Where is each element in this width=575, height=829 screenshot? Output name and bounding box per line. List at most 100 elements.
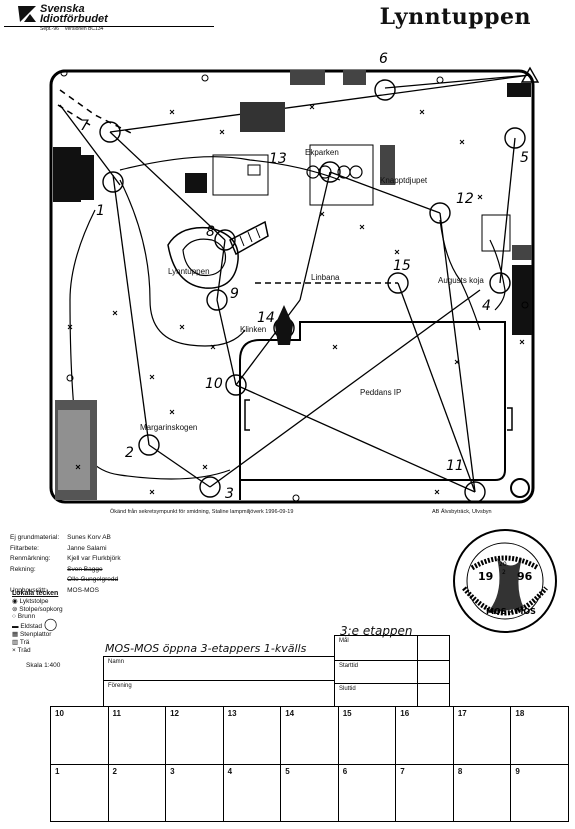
name-field[interactable]: Namn bbox=[103, 656, 335, 681]
legend-item-well: ○ Brunn bbox=[12, 613, 36, 621]
org-name-line1: Svenska bbox=[40, 3, 85, 15]
label-lynntuppen: Lynntuppen bbox=[168, 267, 210, 276]
punch-box-17[interactable]: 17 bbox=[452, 706, 512, 765]
punch-box-4[interactable]: 4 bbox=[222, 763, 282, 822]
info-value: Sven Bagge bbox=[67, 565, 103, 573]
hill-contour-inner bbox=[182, 238, 227, 277]
map-solid-areas bbox=[53, 70, 532, 500]
punch-box-18[interactable]: 18 bbox=[510, 706, 569, 765]
legend-item-post: ⊚ Stolpe/sopkorg bbox=[12, 605, 63, 613]
legend-item-fireplace: ▬ Eldstad ◯ bbox=[12, 617, 58, 632]
lamp-icon: ◉ bbox=[12, 597, 18, 605]
info-value: MOS-MOS bbox=[67, 586, 99, 594]
start-triangle bbox=[520, 66, 540, 83]
stone-icon: ▦ bbox=[12, 630, 19, 638]
punch-box-1[interactable]: 1 bbox=[50, 763, 109, 822]
info-value: Janne Salami bbox=[67, 544, 107, 552]
control-number-6: 6 bbox=[379, 51, 388, 67]
legend-item-stone: ▦ Stenplattor bbox=[12, 630, 52, 638]
goal-time-field[interactable] bbox=[417, 635, 450, 661]
label-linbana: Linbana bbox=[311, 273, 340, 282]
punch-box-9[interactable]: 9 bbox=[510, 763, 569, 822]
control-number-3: 3 bbox=[225, 486, 234, 502]
stamp-day: 20 bbox=[499, 561, 507, 568]
control-number-2: 2 bbox=[125, 445, 134, 461]
punch-card-row-top: 10 11 12 13 14 15 16 17 18 bbox=[50, 706, 569, 765]
map-title: Lynntuppen bbox=[379, 4, 531, 30]
punch-box-6[interactable]: 6 bbox=[337, 763, 397, 822]
legend-item-lamp: ◉ Lyktstolpe bbox=[12, 597, 49, 605]
tree-icon: × bbox=[12, 646, 16, 654]
label-margarinskogen: Margarinskogen bbox=[140, 423, 198, 432]
post-icon: ⊚ bbox=[12, 605, 18, 613]
info-key bbox=[10, 576, 65, 585]
map-info-table: Ej grundmaterial: Sunes Korv AB Filtarbet… bbox=[8, 532, 129, 598]
control-number-10: 10 bbox=[205, 376, 223, 392]
course-lines bbox=[59, 74, 531, 493]
control-number-11: 11 bbox=[446, 458, 464, 474]
orienteering-map: 1 2 3 4 5 6 7 8 9 10 11 12 13 14 15 bbox=[49, 51, 540, 504]
punch-box-13[interactable]: 13 bbox=[222, 706, 282, 765]
label-ekparken: Ekparken bbox=[305, 148, 339, 157]
info-key: Upphovsrätt: bbox=[10, 586, 47, 594]
info-key: Rekning: bbox=[10, 565, 36, 573]
control-numbers: 1 2 3 4 5 6 7 8 9 10 11 12 13 14 15 bbox=[80, 51, 529, 502]
punch-box-10[interactable]: 10 bbox=[50, 706, 109, 765]
control-number-14: 14 bbox=[257, 310, 275, 326]
stamp-month: 2 bbox=[502, 569, 506, 576]
label-peddans-ip: Peddans IP bbox=[360, 388, 402, 397]
punch-box-2[interactable]: 2 bbox=[107, 763, 167, 822]
control-number-9: 9 bbox=[230, 286, 239, 302]
map-credit-left: Ökänd från sekretsympunkt för smidning, … bbox=[110, 509, 294, 515]
control-number-4: 4 bbox=[482, 298, 491, 314]
start-time-field[interactable]: Starttid bbox=[334, 660, 418, 684]
punch-box-3[interactable]: 3 bbox=[165, 763, 224, 822]
control-number-5: 5 bbox=[520, 150, 529, 166]
map-date: Sept.-96 bbox=[40, 26, 59, 32]
club-field[interactable]: Förening bbox=[103, 680, 335, 707]
map-version: Versionen BC134 bbox=[64, 26, 104, 32]
control-circles bbox=[99, 79, 530, 503]
hill-contour-outer bbox=[167, 226, 239, 289]
legend-item-wood: ▥ Trä bbox=[12, 638, 30, 646]
control-number-8: 8 bbox=[206, 224, 215, 240]
control-number-7: 7 bbox=[80, 118, 89, 134]
map-border bbox=[49, 69, 535, 504]
header-rule bbox=[4, 26, 214, 27]
org-logo bbox=[16, 4, 38, 29]
legend-title: Lokala tecken bbox=[12, 590, 59, 597]
goal-field[interactable]: Mål bbox=[334, 635, 418, 661]
stamp-year-right: 96 bbox=[517, 570, 533, 583]
well-icon: ○ bbox=[12, 613, 16, 621]
punch-box-5[interactable]: 5 bbox=[280, 763, 339, 822]
tree-marks bbox=[67, 104, 525, 495]
punch-box-15[interactable]: 15 bbox=[337, 706, 397, 765]
info-value: Sunes Korv AB bbox=[67, 534, 111, 541]
stamp-bottom: MOS - MOS bbox=[486, 607, 536, 616]
handwritten-stage: 3:e etappen bbox=[340, 624, 413, 638]
info-key: Renmärkning: bbox=[10, 555, 51, 563]
sports-field-outline bbox=[239, 321, 506, 500]
info-key: Ej grundmaterial: bbox=[10, 534, 60, 541]
info-key: Filtarbete: bbox=[10, 544, 39, 552]
punch-box-12[interactable]: 12 bbox=[165, 706, 224, 765]
org-name: Svenska Idiotförbudet Sept.-96 Versionen… bbox=[40, 4, 108, 34]
info-value: Kjell var Flurkbjörk bbox=[67, 555, 121, 563]
finish-time-value[interactable] bbox=[417, 683, 450, 707]
finish-time-field[interactable]: Sluttid bbox=[334, 683, 418, 707]
punch-box-8[interactable]: 8 bbox=[452, 763, 512, 822]
org-name-line2: Idiotförbudet bbox=[40, 13, 108, 25]
info-value: Olle Gungelgredd bbox=[67, 576, 119, 584]
control-number-15: 15 bbox=[393, 258, 411, 274]
start-time-value[interactable] bbox=[417, 660, 450, 684]
punch-box-7[interactable]: 7 bbox=[395, 763, 454, 822]
stamp-year-left: 19 bbox=[478, 570, 493, 583]
punch-box-14[interactable]: 14 bbox=[280, 706, 339, 765]
punch-box-16[interactable]: 16 bbox=[395, 706, 454, 765]
punch-card-row-bottom: 1 2 3 4 5 6 7 8 9 bbox=[50, 763, 569, 822]
fireplace-icon: ▬ bbox=[12, 623, 19, 631]
punch-card: 10 11 12 13 14 15 16 17 18 1 2 3 4 5 6 7… bbox=[50, 706, 569, 822]
punch-box-11[interactable]: 11 bbox=[107, 706, 167, 765]
label-knapptdjupet: Knapptdjupet bbox=[380, 176, 428, 185]
control-number-13: 13 bbox=[269, 151, 287, 167]
